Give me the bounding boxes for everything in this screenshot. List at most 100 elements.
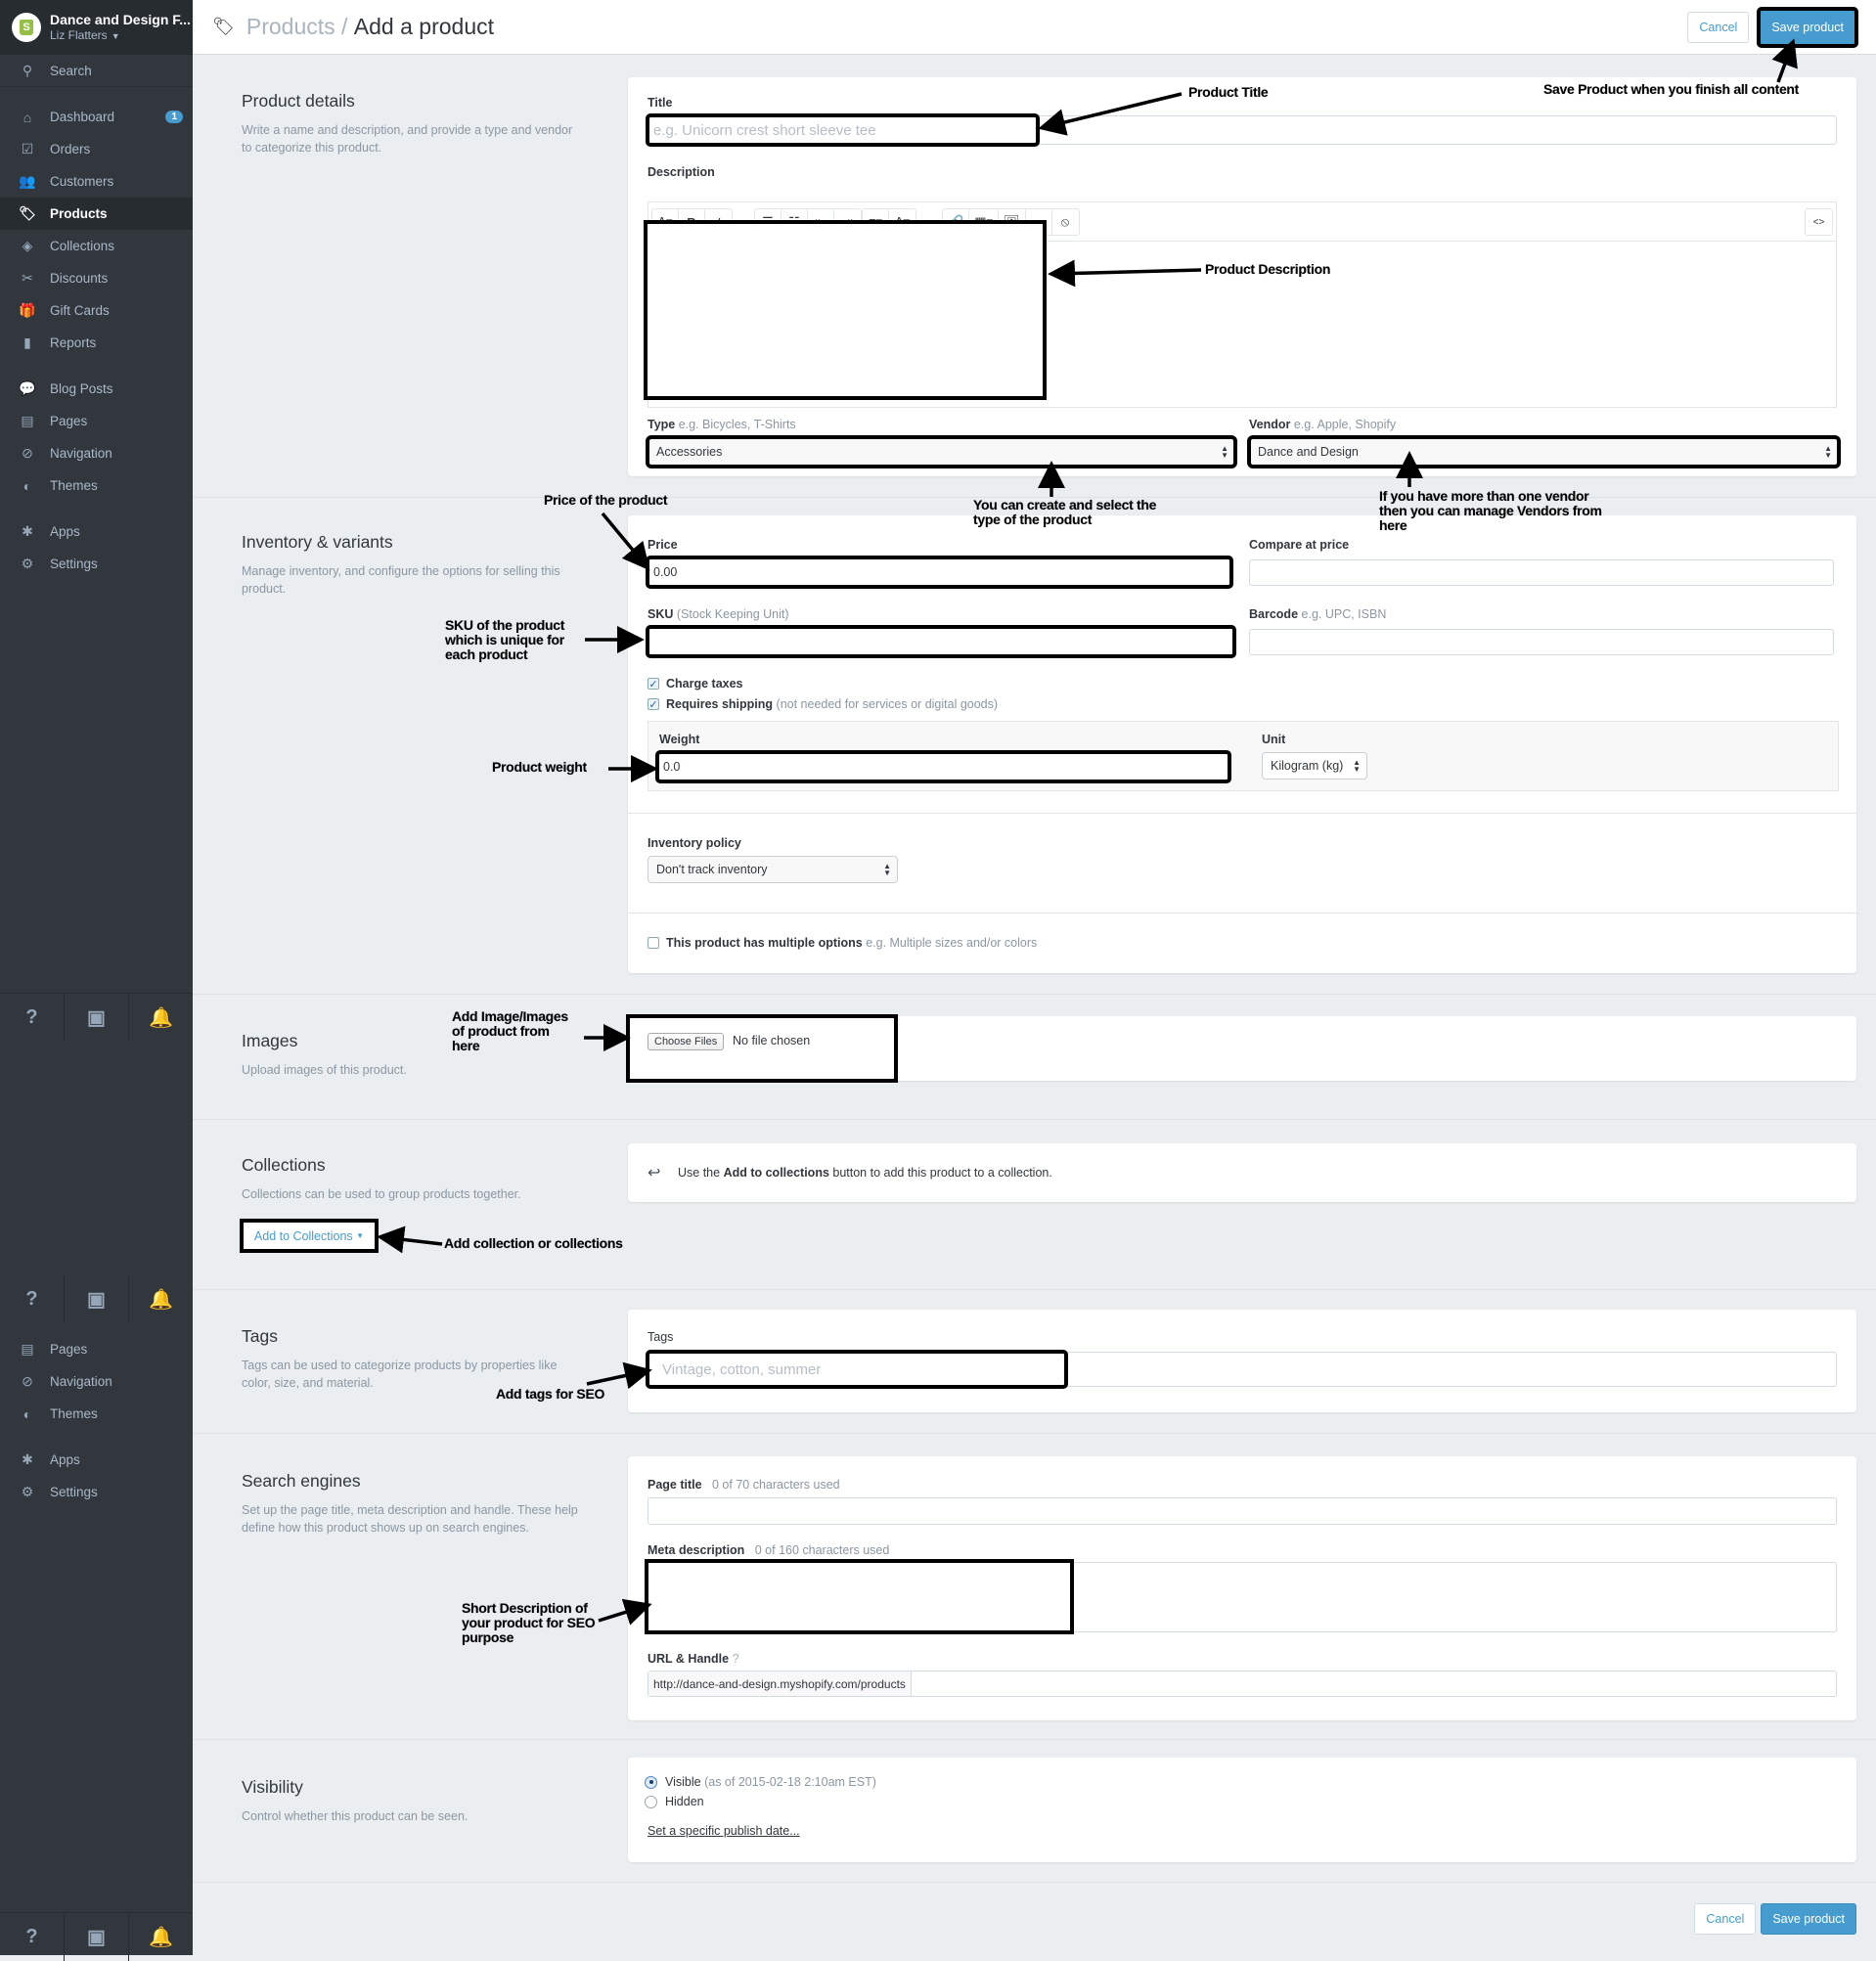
weight-input[interactable]: 0.0 [655, 750, 1231, 783]
bell-icon[interactable]: 🔔 [149, 1288, 173, 1311]
meta-description-textarea[interactable] [645, 1559, 1074, 1634]
section-description: Control whether this product can be seen… [242, 1809, 469, 1823]
save-product-button[interactable]: Save product [1757, 7, 1858, 48]
sidebar-item-discounts[interactable]: ✂Discounts [0, 262, 193, 294]
sidebar-item-settings[interactable]: ⚙Settings [0, 548, 193, 580]
barcode-label: Barcode e.g. UPC, ISBN [1249, 607, 1387, 621]
footer-cancel-button[interactable]: Cancel [1694, 1903, 1757, 1935]
compass-icon: ⊘ [22, 1373, 33, 1389]
indent-button[interactable]: ⇥ [834, 209, 861, 235]
sidebar-item-pages[interactable]: ▤Pages [0, 405, 193, 437]
footer-actions: Cancel Save product [1694, 1903, 1856, 1935]
sidebar-item-customers[interactable]: 👥Customers [0, 165, 193, 198]
section-description: Upload images of this product. [242, 1063, 407, 1077]
layout-icon[interactable]: ▣ [65, 1274, 129, 1323]
visibility-card: Visible (as of 2015-02-18 2:10am EST) Hi… [628, 1758, 1856, 1862]
annotation-images: Add Image/Images of product from here [452, 1008, 568, 1053]
sidebar-item-reports[interactable]: ▮Reports [0, 327, 193, 359]
sidebar-search[interactable]: ⚲ Search [0, 55, 193, 87]
sku-input[interactable] [646, 625, 1236, 658]
annotation-weight: Product weight [492, 759, 587, 775]
sidebar-item-apps[interactable]: ✱Apps [0, 515, 193, 548]
url-handle-input[interactable]: http://dance-and-design.myshopify.com/pr… [648, 1671, 1837, 1697]
inventory-policy-select[interactable]: Don't track inventory▲▼ [648, 856, 898, 883]
weight-label: Weight [659, 733, 700, 746]
bell-icon[interactable]: 🔔 [149, 1927, 173, 1948]
inventory-policy-value: Don't track inventory [656, 863, 768, 876]
add-to-collections-button[interactable]: Add to Collections ▼ [240, 1219, 379, 1253]
sidebar-item-navigation[interactable]: ⊘Navigation [0, 1365, 193, 1398]
sidebar-item-settings[interactable]: ⚙Settings [0, 1476, 193, 1508]
price-label: Price [648, 538, 678, 552]
sidebar-item-themes[interactable]: ◐Themes [0, 469, 193, 502]
sidebar-item-gift-cards[interactable]: 🎁Gift Cards [0, 294, 193, 327]
cancel-button[interactable]: Cancel [1687, 12, 1750, 43]
footer-save-button[interactable]: Save product [1761, 1903, 1856, 1935]
type-select[interactable]: Accessories▲▼ [646, 435, 1237, 468]
layout-icon[interactable]: ▣ [65, 1913, 129, 1961]
section-search-engines: Search engines Set up the page title, me… [193, 1434, 1876, 1740]
charge-taxes-checkbox[interactable]: ✓Charge taxes [648, 677, 743, 691]
sidebar-item-orders[interactable]: ☑Orders [0, 133, 193, 165]
sidebar-item-products[interactable]: 🏷Products [0, 198, 193, 230]
no-file-text: No file chosen [733, 1034, 811, 1047]
collections-info: Use the Add to collections button to add… [678, 1166, 1052, 1180]
compare-price-input[interactable] [1249, 559, 1834, 586]
inventory-card: Price 0.00 Compare at price SKU (Stock K… [628, 515, 1856, 973]
scissors-icon: ✂ [22, 270, 33, 286]
help-icon[interactable]: ? [0, 1913, 65, 1961]
help-icon[interactable]: ? [0, 994, 65, 1042]
sidebar-item-label: Products [50, 206, 108, 221]
sidebar-scroll-duplicate: ? ▣ 🔔 ▤Pages⊘Navigation◐Themes ✱Apps⚙Sett… [0, 1274, 193, 1508]
layout-icon[interactable]: ▣ [65, 994, 129, 1042]
description-editor[interactable] [644, 220, 1047, 400]
compass-icon: ⊘ [22, 445, 33, 461]
visible-radio[interactable]: Visible (as of 2015-02-18 2:10am EST) [645, 1775, 876, 1789]
unit-label: Unit [1262, 733, 1286, 746]
help-circle-icon[interactable]: ? [732, 1652, 739, 1666]
bell-icon[interactable]: 🔔 [149, 1007, 173, 1029]
breadcrumb-products[interactable]: Products [246, 14, 335, 39]
hidden-radio[interactable]: Hidden [645, 1795, 704, 1808]
unit-select[interactable]: Kilogram (kg)▲▼ [1262, 752, 1367, 780]
price-input[interactable]: 0.00 [646, 556, 1233, 589]
user-menu[interactable]: Liz Flatters▼ [50, 28, 191, 44]
sidebar-item-apps[interactable]: ✱Apps [0, 1444, 193, 1476]
sidebar-item-collections[interactable]: ◈Collections [0, 230, 193, 262]
choose-files-button[interactable]: Choose Files [648, 1033, 725, 1050]
clear-format-button[interactable]: ⦸ [1060, 214, 1070, 229]
checkbox-checked-icon: ✓ [648, 698, 659, 711]
annotation-vendor: If you have more than one vendor then yo… [1379, 488, 1602, 533]
radio-unselected-icon [645, 1795, 657, 1808]
annotation-price: Price of the product [544, 492, 668, 508]
file-upload-area[interactable]: Choose Files No file chosen [626, 1014, 898, 1083]
sidebar-item-themes[interactable]: ◐Themes [0, 1398, 193, 1430]
sidebar-item-label: Blog Posts [50, 381, 113, 396]
section-title: Images [242, 1031, 298, 1050]
html-source-button[interactable]: <> [1812, 216, 1825, 228]
help-icon[interactable]: ? [0, 1274, 65, 1323]
store-switcher[interactable]: S Dance and Design F... Liz Flatters▼ [0, 0, 193, 55]
page-title-input[interactable] [648, 1497, 1837, 1525]
page-title-label: Page title 0 of 70 characters used [648, 1478, 840, 1492]
sidebar-item-navigation[interactable]: ⊘Navigation [0, 437, 193, 469]
section-title: Inventory & variants [242, 532, 393, 552]
sidebar-item-pages[interactable]: ▤Pages [0, 1333, 193, 1365]
customers-icon: 👥 [19, 173, 36, 189]
tags-input[interactable]: Vintage, cotton, summer [646, 1350, 1068, 1389]
sidebar-item-label: Apps [50, 1452, 80, 1467]
title-input[interactable]: e.g. Unicorn crest short sleeve tee [646, 113, 1040, 147]
set-publish-date-link[interactable]: Set a specific publish date... [648, 1824, 800, 1838]
tag-icon: 🏷 [212, 17, 235, 36]
url-handle-label: URL & Handle ? [648, 1652, 739, 1666]
sidebar-item-label: Pages [50, 1342, 88, 1357]
source-group: <> [1805, 208, 1833, 236]
sidebar-item-label: Pages [50, 414, 88, 428]
section-description: Tags can be used to categorize products … [242, 1359, 558, 1390]
vendor-select[interactable]: Dance and Design▲▼ [1247, 435, 1841, 468]
requires-shipping-checkbox[interactable]: ✓Requires shipping (not needed for servi… [648, 697, 999, 711]
sidebar-item-blog-posts[interactable]: 💬Blog Posts [0, 373, 193, 405]
barcode-input[interactable] [1249, 629, 1834, 655]
multiple-options-checkbox[interactable]: ✓This product has multiple options e.g. … [648, 936, 1037, 950]
